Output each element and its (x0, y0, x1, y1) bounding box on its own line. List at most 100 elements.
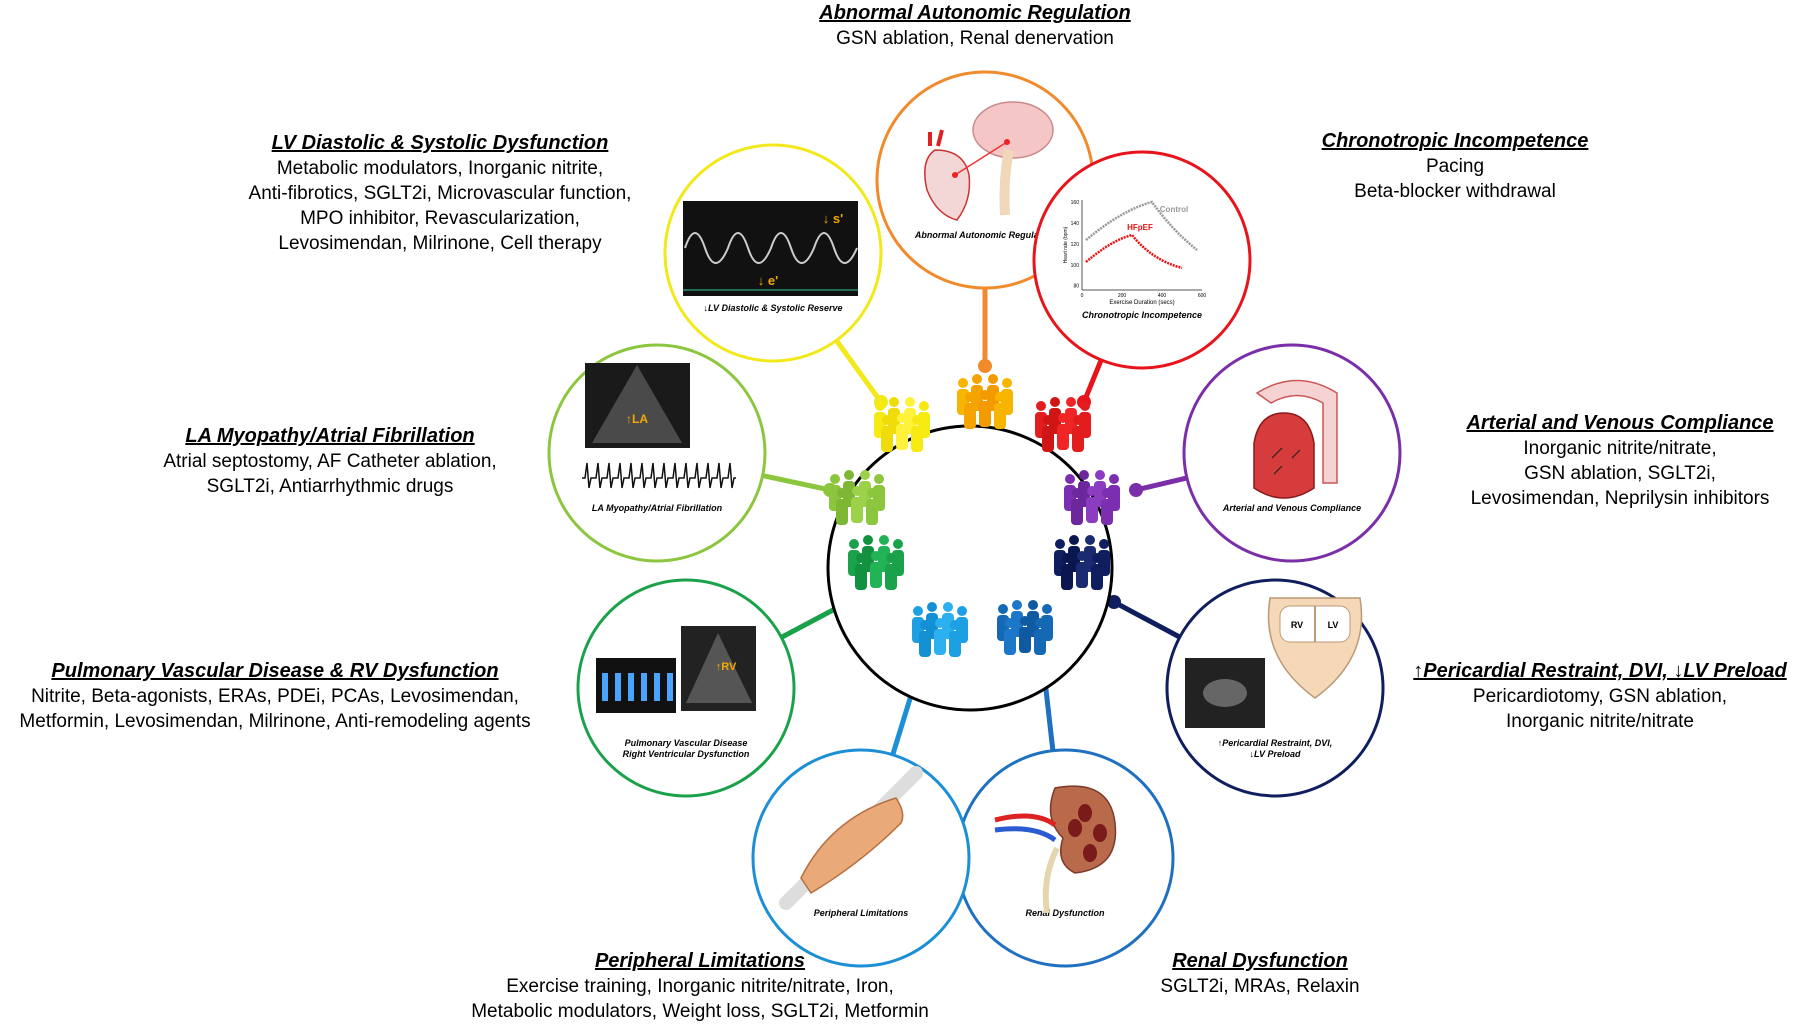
person-body (1071, 499, 1083, 525)
person-body (1061, 564, 1073, 590)
person-head (837, 488, 847, 498)
caption-renal: Renal Dysfunction (1025, 908, 1105, 918)
doppler-signal (602, 673, 608, 701)
person-head (1055, 539, 1065, 549)
person-head (1043, 415, 1053, 425)
person-head (844, 470, 854, 480)
renal-pyramid (1068, 819, 1082, 837)
renal-artery-icon (994, 813, 1057, 828)
caption-pulmonary: Pulmonary Vascular Disease (625, 738, 748, 748)
brain-icon (972, 101, 1054, 159)
circle-chronotropic (1032, 150, 1252, 370)
person-body (919, 631, 931, 657)
therapy-la-2: SGLT2i, Antiarrhythmic drugs (206, 476, 454, 497)
phenotype-peripheral: Peripheral Limitations (751, 748, 971, 968)
control-series (1085, 200, 1198, 251)
ventricle-icon (1253, 412, 1315, 499)
muscle-icon (800, 797, 904, 895)
caption-la: LA Myopathy/Atrial Fibrillation (592, 503, 723, 513)
connector-dot-autonomic (978, 359, 992, 373)
person-head (965, 392, 975, 402)
people-group-peripheral (912, 602, 968, 657)
person-head (1058, 413, 1068, 423)
rv-label: RV (1291, 620, 1303, 630)
y-tick-label: 120 (1071, 242, 1080, 248)
therapy-lv-3: MPO inhibitor, Revascularization, (300, 208, 580, 229)
person-head (905, 397, 915, 407)
therapy-renal-1: SGLT2i, MRAs, Relaxin (1160, 976, 1360, 997)
title-pulmonary: Pulmonary Vascular Disease & RV Dysfunct… (51, 660, 499, 682)
phenotype-la: LA Myopathy/Atrial Fibrillation↑LA (547, 343, 767, 563)
label-lv: LV Diastolic & Systolic Dysfunction Meta… (240, 130, 640, 256)
people-group-arterial (1064, 470, 1120, 525)
person-head (889, 397, 899, 407)
y-tick-label: 160 (1071, 200, 1080, 206)
therapy-arterial-2: GSN ablation, SGLT2i, (1524, 463, 1716, 484)
person-head (886, 553, 896, 563)
hfpef-series (1085, 233, 1183, 270)
title-la: LA Myopathy/Atrial Fibrillation (185, 425, 475, 447)
person-body (1057, 424, 1069, 450)
doppler-signal (641, 673, 647, 701)
connector-chronotropic (1081, 359, 1104, 403)
label-pericardial: ↑Pericardial Restraint, DVI, ↓LV Preload… (1405, 658, 1795, 734)
person-head (1072, 488, 1082, 498)
doppler-signal (615, 673, 621, 701)
arrows-icon (1271, 447, 1301, 475)
title-peripheral: Peripheral Limitations (594, 950, 806, 972)
person-head (950, 620, 960, 630)
therapy-pericardial-2: Inorganic nitrite/nitrate (1506, 711, 1694, 732)
af-ecg-trace (582, 462, 736, 489)
person-head (1028, 600, 1038, 610)
therapy-pericardial-1: Pericardiotomy, GSN ablation, (1472, 686, 1728, 707)
people-group-pulmonary (848, 535, 904, 590)
person-head (1069, 535, 1079, 545)
person-body (1042, 426, 1054, 452)
person-head (913, 606, 923, 616)
caption-pulmonary: Right Ventricular Dysfunction (623, 749, 750, 759)
person-body (994, 403, 1006, 429)
caption-arterial: Arterial and Venous Compliance (1222, 503, 1361, 513)
therapy-peripheral-2: Metabolic modulators, Weight loss, SGLT2… (471, 1001, 929, 1022)
caption-pericardial: ↑Pericardial Restraint, DVI, (1218, 738, 1333, 748)
person-head (1062, 553, 1072, 563)
x-tick-label: 400 (1158, 293, 1167, 299)
person-head (1099, 539, 1109, 549)
person-head (893, 539, 903, 549)
caption-lv: ↓LV Diastolic & Systolic Reserve (703, 303, 842, 313)
person-head (1005, 618, 1015, 628)
label-la: LA Myopathy/Atrial Fibrillation Atrial s… (130, 423, 530, 499)
vessel-icon (1255, 379, 1338, 484)
therapy-lv-4: Levosimendan, Milrinone, Cell therapy (278, 233, 602, 254)
aorta-icon (928, 129, 944, 147)
therapy-autonomic-1: GSN ablation, Renal denervation (836, 28, 1114, 49)
phenotype-circles: Abnormal Autonomic RegulationChronotropi… (547, 70, 1402, 968)
person-head (871, 551, 881, 561)
therapy-arterial-3: Levosimendan, Neprilysin inhibitors (1470, 488, 1770, 509)
person-body (896, 424, 908, 450)
title-arterial: Arterial and Venous Compliance (1466, 412, 1774, 434)
person-head (830, 474, 840, 484)
person-body (1076, 562, 1088, 588)
people-group-lv (874, 397, 930, 452)
person-head (920, 620, 930, 630)
person-head (1079, 470, 1089, 480)
phenotype-chronotropic: Chronotropic Incompetence160140120100800… (1032, 150, 1252, 370)
phenotype-arterial: Arterial and Venous Compliance (1182, 343, 1402, 563)
renal-pyramid (1093, 824, 1107, 842)
spinal-cord-icon (999, 149, 1014, 216)
therapy-arterial-1: Inorganic nitrite/nitrate, (1523, 438, 1717, 459)
therapy-chronotropic-1: Pacing (1425, 156, 1485, 177)
nerve-line (954, 141, 1008, 176)
person-body (979, 401, 991, 427)
person-head (1077, 551, 1087, 561)
person-head (863, 535, 873, 545)
person-head (1109, 474, 1119, 484)
x-tick-label: 200 (1118, 293, 1127, 299)
doppler-waveform (684, 232, 858, 264)
person-head (1087, 486, 1097, 496)
x-axis-label: Exercise Duration (secs) (1109, 300, 1174, 306)
person-head (998, 604, 1008, 614)
label-peripheral: Peripheral Limitations Exercise training… (430, 948, 970, 1024)
node-dot (952, 172, 958, 178)
